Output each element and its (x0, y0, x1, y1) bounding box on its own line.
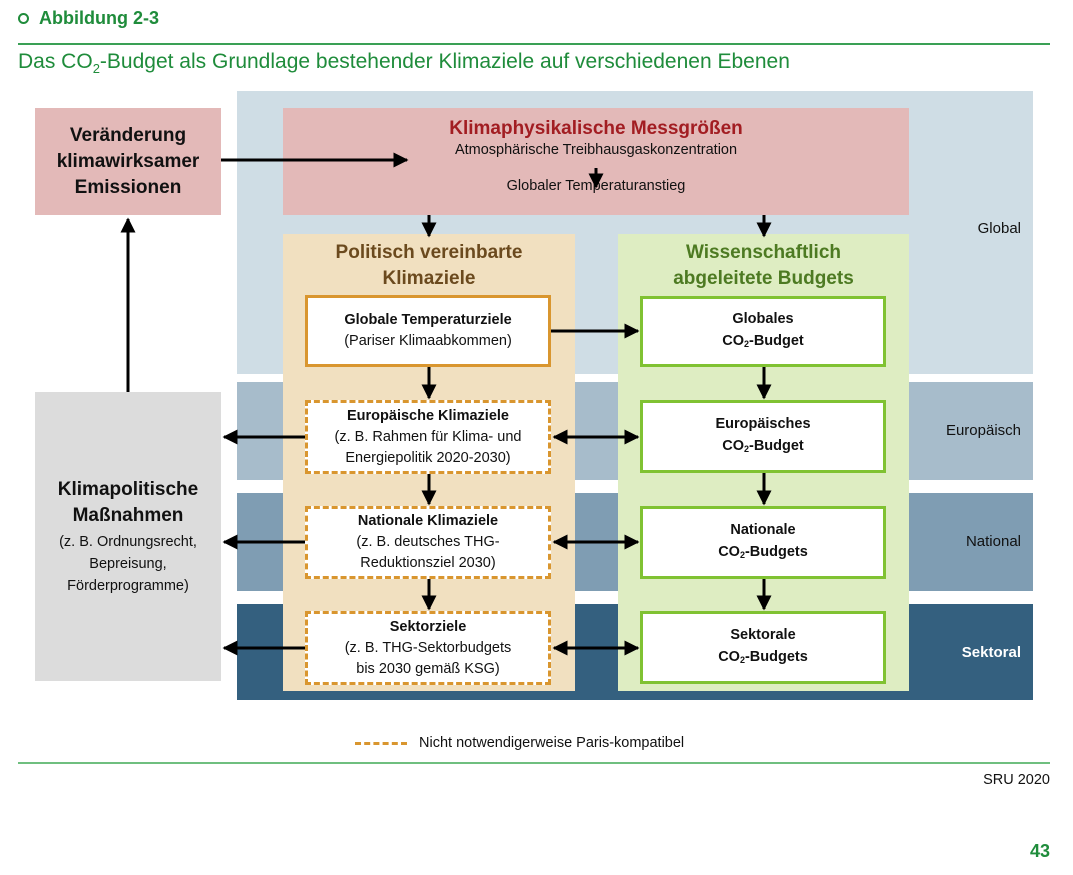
legend-label: Nicht notwendigerweise Paris-kompatibel (419, 735, 685, 751)
co2-text: CO (722, 333, 744, 349)
global-co2-budget-box: Globales CO2-Budget (640, 296, 886, 367)
sector-co2-budgets-box: Sektorale CO2-Budgets (640, 611, 886, 684)
co2-text: -Budgets (744, 544, 808, 560)
political-column-title: Politisch vereinbarte Klimaziele (283, 240, 575, 292)
measures-sub-line: (z. B. Ordnungsrecht, (59, 533, 197, 550)
title-line: abgeleitete Budgets (673, 268, 854, 289)
co2-subscript: 2 (743, 339, 749, 349)
climate-physics-title: Klimaphysikalische Messgrößen (449, 118, 743, 139)
policy-measures-box: Klimapolitische Maßnahmen (z. B. Ordnung… (35, 392, 221, 681)
level-label-europaeisch: Europäisch (945, 422, 1021, 439)
ghg-concentration-label: Atmosphärische Treibhausgaskonzentration (454, 142, 738, 158)
title-line: Wissenschaftlich (685, 242, 842, 263)
co2-subscript: 2 (739, 655, 745, 665)
emissions-change-box: Veränderung klimawirksamer Emissionen (35, 108, 221, 215)
header-rule (18, 43, 1050, 45)
sector-targets-box: Sektorziele (z. B. THG-Sektorbudgets bis… (305, 611, 551, 685)
box-line: (Pariser Klimaabkommen) (344, 333, 512, 349)
source-label: SRU 2020 (983, 772, 1050, 788)
co2-label: CO2-Budgets (718, 646, 808, 671)
box-line: Reduktionsziel 2030) (360, 555, 496, 571)
co2-subscript: 2 (739, 550, 745, 560)
figure-label: Abbildung 2-3 (18, 8, 159, 29)
title-line: Klimaziele (382, 268, 476, 289)
national-co2-budgets-box: Nationale CO2-Budgets (640, 506, 886, 579)
box-line: Energiepolitik 2020-2030) (345, 449, 511, 466)
measures-title-line: Maßnahmen (72, 504, 184, 526)
co2-text: -Budgets (744, 649, 808, 665)
temperature-rise-label: Globaler Temperaturanstieg (506, 178, 686, 194)
page-number: 43 (1029, 841, 1050, 861)
co2-text: CO (718, 544, 740, 560)
co2-text: CO (718, 649, 740, 665)
title-part: Das CO (18, 50, 93, 73)
box-line: (z. B. deutsches THG- (356, 534, 500, 550)
co2-subscript: 2 (743, 444, 749, 454)
footer-rule (18, 762, 1050, 764)
national-climate-targets-box: Nationale Klimaziele (z. B. deutsches TH… (305, 506, 551, 579)
european-climate-targets-box: Europäische Klimaziele (z. B. Rahmen für… (305, 400, 551, 474)
title-subscript: 2 (92, 61, 100, 77)
co2-text: CO (722, 438, 744, 454)
measures-sub-line: Förderprogramme) (67, 577, 189, 594)
figure-title: Das CO2-Budget als Grundlage bestehender… (18, 50, 790, 76)
title-part: -Budget als Grundlage bestehender Klimaz… (99, 50, 790, 73)
level-label-sektoral: Sektoral (961, 644, 1021, 661)
box-line: (z. B. Rahmen für Klima- und (334, 428, 522, 445)
box-title: Globales (732, 311, 794, 327)
box-title: Europäische Klimaziele (347, 407, 509, 424)
box-line: bis 2030 gemäß KSG) (356, 660, 500, 677)
box-line: (z. B. THG-Sektorbudgets (344, 639, 512, 656)
level-label-global: Global (977, 220, 1021, 237)
co2-label: CO2-Budget (722, 330, 804, 355)
emissions-line: Emissionen (74, 176, 182, 198)
co2-label: CO2-Budgets (718, 541, 808, 566)
title-line: Politisch vereinbarte (335, 242, 523, 263)
co2-text: -Budget (749, 438, 804, 454)
emissions-line: Veränderung (69, 124, 187, 146)
figure-number: Abbildung 2-3 (39, 8, 159, 28)
box-title: Globale Temperaturziele (344, 312, 512, 328)
bullet-circle-icon (18, 13, 29, 24)
box-title: Sektorziele (389, 618, 467, 635)
level-label-national: National (965, 533, 1021, 550)
measures-sub-line: Bepreisung, (89, 555, 167, 572)
co2-label: CO2-Budget (722, 435, 804, 460)
box-title: Europäisches (715, 416, 811, 432)
global-temperature-targets-box: Globale Temperaturziele (Pariser Klimaab… (305, 295, 551, 367)
science-column-title: Wissenschaftlich abgeleitete Budgets (618, 240, 909, 292)
legend: Nicht notwendigerweise Paris-kompatibel (355, 735, 684, 751)
box-title: Nationale (730, 522, 796, 538)
emissions-line: klimawirksamer (56, 150, 200, 172)
box-title: Sektorale (730, 627, 796, 643)
box-title: Nationale Klimaziele (357, 513, 499, 529)
climate-physics-box: Klimaphysikalische Messgrößen Atmosphäri… (283, 108, 909, 215)
dashed-line-swatch-icon (355, 741, 407, 745)
european-co2-budget-box: Europäisches CO2-Budget (640, 400, 886, 473)
co2-text: -Budget (749, 333, 804, 349)
measures-title-line: Klimapolitische (57, 478, 199, 500)
